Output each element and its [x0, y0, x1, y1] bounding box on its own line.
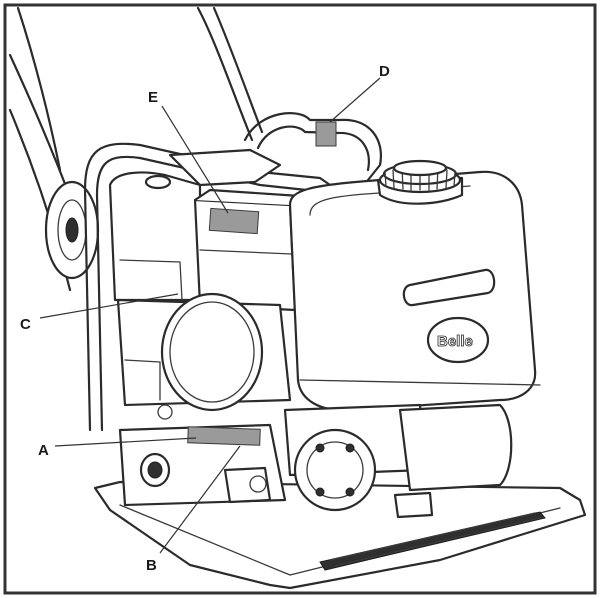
base-plate: [93, 480, 587, 590]
label-patch-e: [208, 207, 260, 235]
leader-a: [54, 437, 197, 447]
transport-wheel: [44, 180, 100, 280]
callout-label-e: E: [148, 89, 158, 106]
callout-label-c: C: [20, 316, 31, 333]
brand-logo-text: Belle: [437, 333, 473, 350]
figure-border: [3, 3, 597, 595]
leader-e: [161, 105, 229, 214]
callout-leaders: [39, 77, 381, 554]
engine: [108, 148, 302, 420]
label-patch-d: [315, 121, 337, 147]
leader-b: [159, 445, 241, 554]
callout-label-b: B: [146, 557, 157, 574]
callout-label-d: D: [379, 63, 390, 80]
leader-c: [39, 293, 179, 319]
leader-d: [329, 77, 381, 123]
label-patch-a: [187, 426, 261, 446]
water-tank: [288, 159, 541, 412]
callout-label-a: A: [38, 442, 49, 459]
brand-logo: Belle: [426, 316, 490, 364]
